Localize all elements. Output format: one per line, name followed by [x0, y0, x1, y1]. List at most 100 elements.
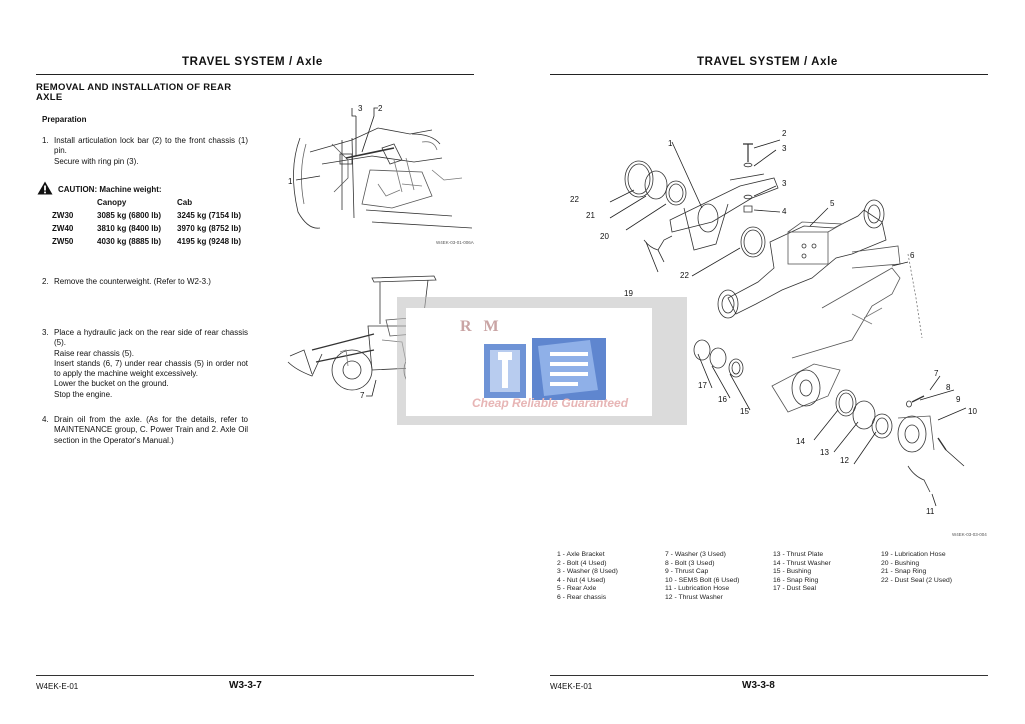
callout-label: 8	[946, 383, 951, 392]
right-page: TRAVEL SYSTEM / Axle	[512, 0, 1025, 724]
callout-label: 10	[968, 407, 977, 416]
callout-label: 16	[718, 395, 727, 404]
callout-label: 9	[956, 395, 961, 404]
legend-item: 16 - Snap Ring	[773, 576, 819, 584]
table-cell: ZW30	[52, 211, 74, 220]
figure-code: W4EK-03-01-006A	[436, 240, 474, 245]
warning-icon	[37, 181, 53, 195]
step-number: 1.	[42, 136, 49, 145]
footer-rule	[36, 675, 474, 676]
callout-label: 5	[830, 199, 835, 208]
step-line: Secure with ring pin (3).	[54, 156, 139, 166]
callout-label: 22	[680, 271, 689, 280]
table-cell: 3970 kg (8752 lb)	[177, 224, 242, 233]
step-number: 4.	[42, 415, 49, 424]
callout-label: 12	[840, 456, 849, 465]
callout-label: 17	[698, 381, 707, 390]
left-page: TRAVEL SYSTEM / Axle REMOVAL AND INSTALL…	[0, 0, 512, 724]
legend-item: 14 - Thrust Washer	[773, 559, 831, 567]
legend-item: 15 - Bushing	[773, 568, 812, 576]
column-header: Canopy	[97, 198, 127, 207]
legend-item: 13 - Thrust Plate	[773, 551, 824, 558]
callout-label: 3	[782, 144, 787, 153]
callout-label: 3	[782, 179, 787, 188]
watermark-brand: R M	[460, 318, 503, 335]
step-line: Insert stands (6, 7) under rear chassis …	[54, 358, 248, 379]
legend-column: 1 - Axle Bracket 2 - Bolt (4 Used) 3 - W…	[557, 551, 618, 603]
legend-item: 7 - Washer (3 Used)	[665, 551, 726, 558]
legend-item: 19 - Lubrication Hose	[881, 551, 946, 558]
step-line: Place a hydraulic jack on the rear side …	[54, 328, 248, 348]
table-cell: 4195 kg (9248 lb)	[177, 237, 242, 246]
page-number: W3-3-7	[229, 680, 262, 691]
caution-text: CAUTION: Machine weight:	[58, 185, 162, 194]
table-cell: ZW50	[52, 237, 74, 246]
articulation-lock-figure: 1 2 3	[288, 104, 473, 229]
legend-item: 17 - Dust Seal	[773, 585, 817, 593]
footer-code: W4EK-E-01	[36, 682, 79, 691]
legend-item: 6 - Rear chassis	[557, 593, 607, 601]
step-line: Stop the engine.	[54, 389, 113, 399]
step-line: Drain oil from the axle. (As for the det…	[54, 415, 248, 445]
legend-column: 19 - Lubrication Hose 20 - Bushing 21 - …	[881, 551, 952, 585]
legend-column: 7 - Washer (3 Used) 8 - Bolt (3 Used) 9 …	[665, 551, 739, 603]
step-3: 3. Place a hydraulic jack on the rear si…	[42, 328, 248, 400]
legend-column: 13 - Thrust Plate 14 - Thrust Washer 15 …	[773, 551, 831, 594]
page-number: W3-3-8	[742, 680, 775, 691]
legend-item: 2 - Bolt (4 Used)	[557, 559, 607, 567]
step-line: Remove the counterweight. (Refer to W2-3…	[54, 277, 211, 286]
section-title: REMOVAL AND INSTALLATION OF REAR AXLE	[36, 82, 232, 103]
header-rule	[36, 74, 474, 75]
preparation-label: Preparation	[42, 115, 87, 124]
legend-item: 20 - Bushing	[881, 559, 920, 567]
step-line: Install articulation lock bar (2) to the…	[54, 136, 248, 156]
step-number: 3.	[42, 328, 49, 337]
callout-label: 22	[570, 195, 579, 204]
callout-label: 1	[668, 139, 673, 148]
legend-item: 9 - Thrust Cap	[665, 568, 709, 576]
step-4: 4. Drain oil from the axle. (As for the …	[42, 415, 248, 446]
legend-item: 3 - Washer (8 Used)	[557, 568, 618, 576]
watermark: R M Cheap Reliable Guaranteed	[397, 297, 687, 425]
column-header: Cab	[177, 198, 193, 207]
table-cell: 4030 kg (8885 lb)	[97, 237, 162, 246]
page-header: TRAVEL SYSTEM / Axle	[697, 56, 838, 68]
wrench-document-logo-icon	[484, 338, 606, 400]
legend-item: 1 - Axle Bracket	[557, 551, 605, 558]
legend-item: 5 - Rear Axle	[557, 585, 597, 593]
legend-item: 4 - Nut (4 Used)	[557, 576, 606, 584]
legend-item: 22 - Dust Seal (2 Used)	[881, 576, 953, 584]
callout-label: 2	[782, 129, 787, 138]
callout-label: 15	[740, 407, 749, 416]
callout-label: 2	[378, 104, 383, 113]
legend-item: 12 - Thrust Washer	[665, 593, 723, 601]
callout-label: 7	[360, 391, 365, 400]
watermark-panel: R M	[406, 308, 652, 416]
callout-label: 6	[910, 251, 915, 260]
table-cell: 3245 kg (7154 lb)	[177, 211, 242, 220]
callout-label: 1	[288, 177, 293, 186]
callout-label: 19	[624, 289, 633, 298]
step-number: 2.	[42, 277, 49, 286]
step-1: 1. Install articulation lock bar (2) to …	[42, 136, 248, 167]
callout-label: 14	[796, 437, 805, 446]
callout-label: 3	[358, 104, 363, 113]
page-header: TRAVEL SYSTEM / Axle	[182, 56, 323, 68]
step-line: Lower the bucket on the ground.	[54, 379, 169, 389]
legend-item: 10 - SEMS Bolt (6 Used)	[665, 576, 740, 584]
legend-item: 21 - Snap Ring	[881, 568, 927, 576]
table-cell: 3085 kg (6800 lb)	[97, 211, 162, 220]
legend-item: 8 - Bolt (3 Used)	[665, 559, 715, 567]
footer-rule	[550, 675, 988, 676]
callout-label: 20	[600, 232, 609, 241]
watermark-tagline: Cheap Reliable Guaranteed	[472, 396, 629, 410]
legend-item: 11 - Lubrication Hose	[665, 585, 730, 593]
table-cell: 3810 kg (8400 lb)	[97, 224, 162, 233]
callout-label: 11	[926, 507, 935, 516]
footer-code: W4EK-E-01	[550, 682, 593, 691]
callout-label: 13	[820, 448, 829, 457]
step-2: 2. Remove the counterweight. (Refer to W…	[42, 277, 248, 287]
figure-code: W4EK-03-03-004	[952, 532, 987, 537]
header-rule	[550, 74, 988, 75]
table-cell: ZW40	[52, 224, 74, 233]
